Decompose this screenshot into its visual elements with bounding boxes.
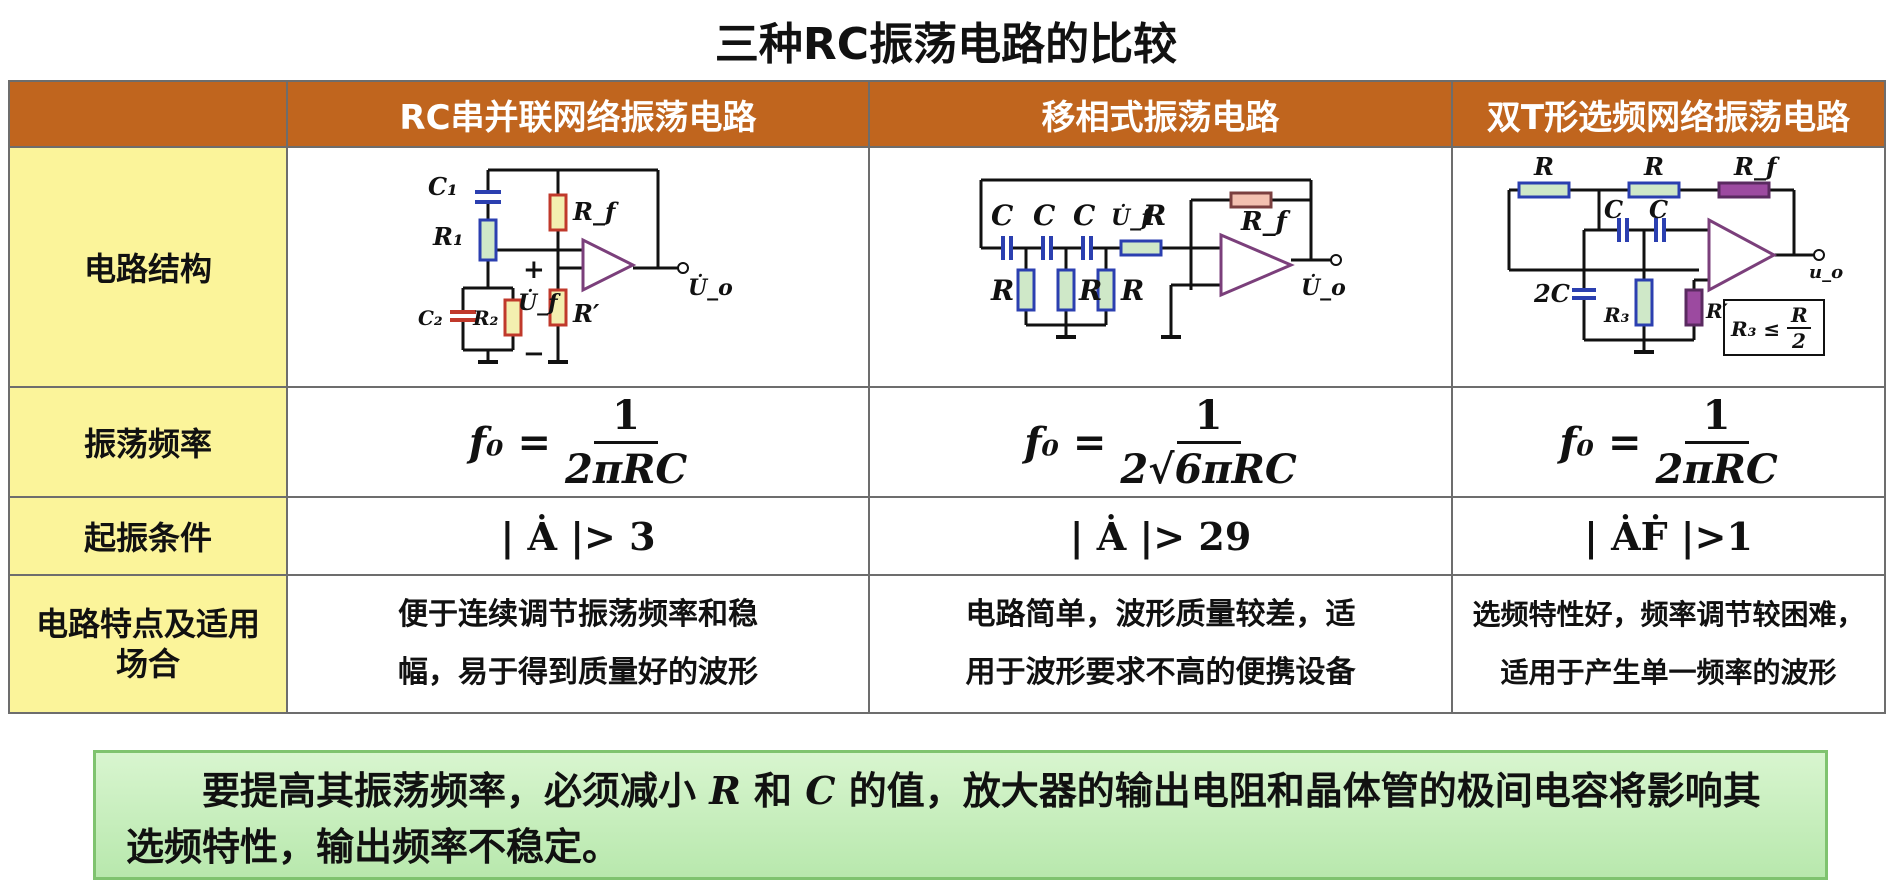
label-uo: U̇_o bbox=[1301, 275, 1346, 301]
features-line: 幅，易于得到质量好的波形 bbox=[398, 655, 758, 690]
note-c-symbol: C bbox=[805, 768, 836, 813]
features-row: 电路特点及适用场合 便于连续调节振荡频率和稳 幅，易于得到质量好的波形 电路简单… bbox=[8, 574, 1886, 714]
circuit-diagram-2: C C C U̇_f R R_f R R R U̇_o bbox=[979, 178, 1346, 339]
label-r-c: R bbox=[1120, 274, 1144, 307]
label-r2: R₂ bbox=[472, 306, 499, 330]
circuit-diagram-1: C₁ R₁ C₂ R₂ R_f R′ U̇_f U̇_o + − bbox=[418, 168, 733, 369]
summary-note: 要提高其振荡频率，必须减小 R 和 C 的值，放大器的输出电阻和晶体管的极间电容… bbox=[93, 750, 1828, 880]
label-uf: U̇_f bbox=[1111, 205, 1154, 231]
label-minus: − bbox=[523, 339, 545, 369]
row-label-condition: 起振条件 bbox=[8, 496, 288, 576]
formula-denominator: 2πRC bbox=[1655, 445, 1778, 493]
formula-numerator: 1 bbox=[1684, 392, 1749, 444]
header-row: RC串并联网络振荡电路 移相式振荡电路 双T形选频网络振荡电路 bbox=[8, 80, 1886, 148]
label-r-a: R bbox=[990, 274, 1014, 307]
label-2c: 2C bbox=[1533, 279, 1570, 308]
circuit-phase-shift: C C C U̇_f R R_f R R R U̇_o bbox=[868, 146, 1453, 388]
features-line: 便于连续调节振荡频率和稳 bbox=[398, 597, 758, 632]
label-c2: C₂ bbox=[418, 306, 443, 330]
condition-row: 起振条件 | Ȧ |> 3 | Ȧ |> 29 | ȦḞ |>1 bbox=[8, 496, 1886, 576]
label-rf: R_f bbox=[1240, 207, 1291, 237]
label-rprime: R′ bbox=[572, 299, 600, 328]
label-c-a: C bbox=[991, 199, 1014, 232]
row-label-frequency: 振荡频率 bbox=[8, 386, 288, 498]
label-half-num: R bbox=[1790, 303, 1808, 327]
formula-lhs: f₀ = bbox=[468, 418, 551, 466]
label-rf: R_f bbox=[1733, 152, 1780, 181]
header-twin-t: 双T形选频网络振荡电路 bbox=[1451, 80, 1886, 148]
formula-denominator: 2πRC bbox=[564, 445, 688, 493]
page-title: 三种RC振荡电路的比较 bbox=[714, 19, 1178, 70]
label-r-b: R bbox=[1078, 274, 1102, 307]
formula-numerator: 1 bbox=[1176, 392, 1241, 444]
label-rprime: R′ bbox=[1705, 299, 1729, 323]
frequency-formula-1: f₀ = 1 2πRC bbox=[469, 392, 687, 493]
condition-cell-3: | ȦḞ |>1 bbox=[1451, 496, 1886, 576]
label-c-b: C bbox=[1033, 199, 1056, 232]
frequency-formula-3: f₀ = 1 2πRC bbox=[1559, 392, 1777, 493]
row-label-features: 电路特点及适用场合 bbox=[8, 574, 288, 714]
label-r1: R₁ bbox=[432, 222, 463, 251]
label-r3-cond: R₃ ≤ bbox=[1730, 317, 1780, 341]
label-rf: R_f bbox=[572, 197, 619, 226]
structure-row: 电路结构 bbox=[8, 146, 1886, 388]
features-cell-1: 便于连续调节振荡频率和稳 幅，易于得到质量好的波形 bbox=[286, 574, 870, 714]
row-label-structure: 电路结构 bbox=[8, 146, 288, 388]
condition-cell-1: | Ȧ |> 3 bbox=[286, 496, 870, 576]
frequency-cell-1: f₀ = 1 2πRC bbox=[286, 386, 870, 498]
frequency-cell-3: f₀ = 1 2πRC bbox=[1451, 386, 1886, 498]
formula-numerator: 1 bbox=[594, 392, 658, 444]
circuit-twin-t: R R R_f C C 2C R₃ R′ u_o R₃ ≤ R 2 bbox=[1451, 146, 1886, 388]
formula-denominator: 2√6πRC bbox=[1120, 445, 1297, 493]
label-r-b: R bbox=[1643, 152, 1664, 181]
frequency-formula-2: f₀ = 1 2√6πRC bbox=[1024, 392, 1296, 493]
circuit-diagram-3: R R R_f C C 2C R₃ R′ u_o R₃ ≤ R 2 bbox=[1507, 152, 1843, 356]
label-c1: C₁ bbox=[428, 172, 458, 201]
formula-lhs: f₀ = bbox=[1559, 418, 1642, 466]
features-cell-3: 选频特性好，频率调节较困难， 适用于产生单一频率的波形 bbox=[1451, 574, 1886, 714]
comparison-table: RC串并联网络振荡电路 移相式振荡电路 双T形选频网络振荡电路 电路结构 bbox=[8, 80, 1886, 714]
label-r-a: R bbox=[1533, 152, 1554, 181]
frequency-row: 振荡频率 f₀ = 1 2πRC f₀ = 1 2√6πRC f₀ = bbox=[8, 386, 1886, 498]
header-corner bbox=[8, 80, 288, 148]
note-text-1: 要提高其振荡频率，必须减小 bbox=[202, 769, 710, 813]
formula-fraction: 1 2√6πRC bbox=[1120, 392, 1296, 493]
formula-fraction: 1 2πRC bbox=[565, 392, 687, 493]
features-line: 选频特性好，频率调节较困难， bbox=[1472, 598, 1865, 631]
features-line: 适用于产生单一频率的波形 bbox=[1500, 656, 1837, 689]
label-c-a: C bbox=[1604, 195, 1623, 224]
formula-fraction: 1 2πRC bbox=[1655, 392, 1777, 493]
label-uo: U̇_o bbox=[688, 275, 733, 301]
features-cell-2: 电路简单，波形质量较差，适 用于波形要求不高的便携设备 bbox=[868, 574, 1453, 714]
label-uo: u_o bbox=[1809, 262, 1843, 283]
header-phase-shift: 移相式振荡电路 bbox=[868, 80, 1453, 148]
formula-lhs: f₀ = bbox=[1024, 418, 1107, 466]
label-half-den: 2 bbox=[1791, 329, 1806, 353]
note-text-2: 和 bbox=[740, 769, 806, 813]
label-r-series: R bbox=[1142, 199, 1166, 232]
label-plus: + bbox=[523, 255, 545, 285]
label-uf: U̇_f bbox=[518, 290, 561, 316]
note-text-3: 的值，放大器的输出电阻和晶体管的极间电容将影响其选频特性，输出频率不稳定。 bbox=[126, 769, 1761, 869]
header-rc-series-parallel: RC串并联网络振荡电路 bbox=[286, 80, 870, 148]
label-c-b: C bbox=[1649, 195, 1668, 224]
label-r3: R₃ bbox=[1603, 303, 1630, 327]
features-line: 用于波形要求不高的便携设备 bbox=[965, 655, 1356, 690]
frequency-cell-2: f₀ = 1 2√6πRC bbox=[868, 386, 1453, 498]
features-line: 电路简单，波形质量较差，适 bbox=[965, 597, 1356, 632]
condition-cell-2: | Ȧ |> 29 bbox=[868, 496, 1453, 576]
circuit-rc-series-parallel: C₁ R₁ C₂ R₂ R_f R′ U̇_f U̇_o + − bbox=[286, 146, 870, 388]
label-c-c: C bbox=[1073, 199, 1096, 232]
note-r-symbol: R bbox=[709, 768, 741, 813]
